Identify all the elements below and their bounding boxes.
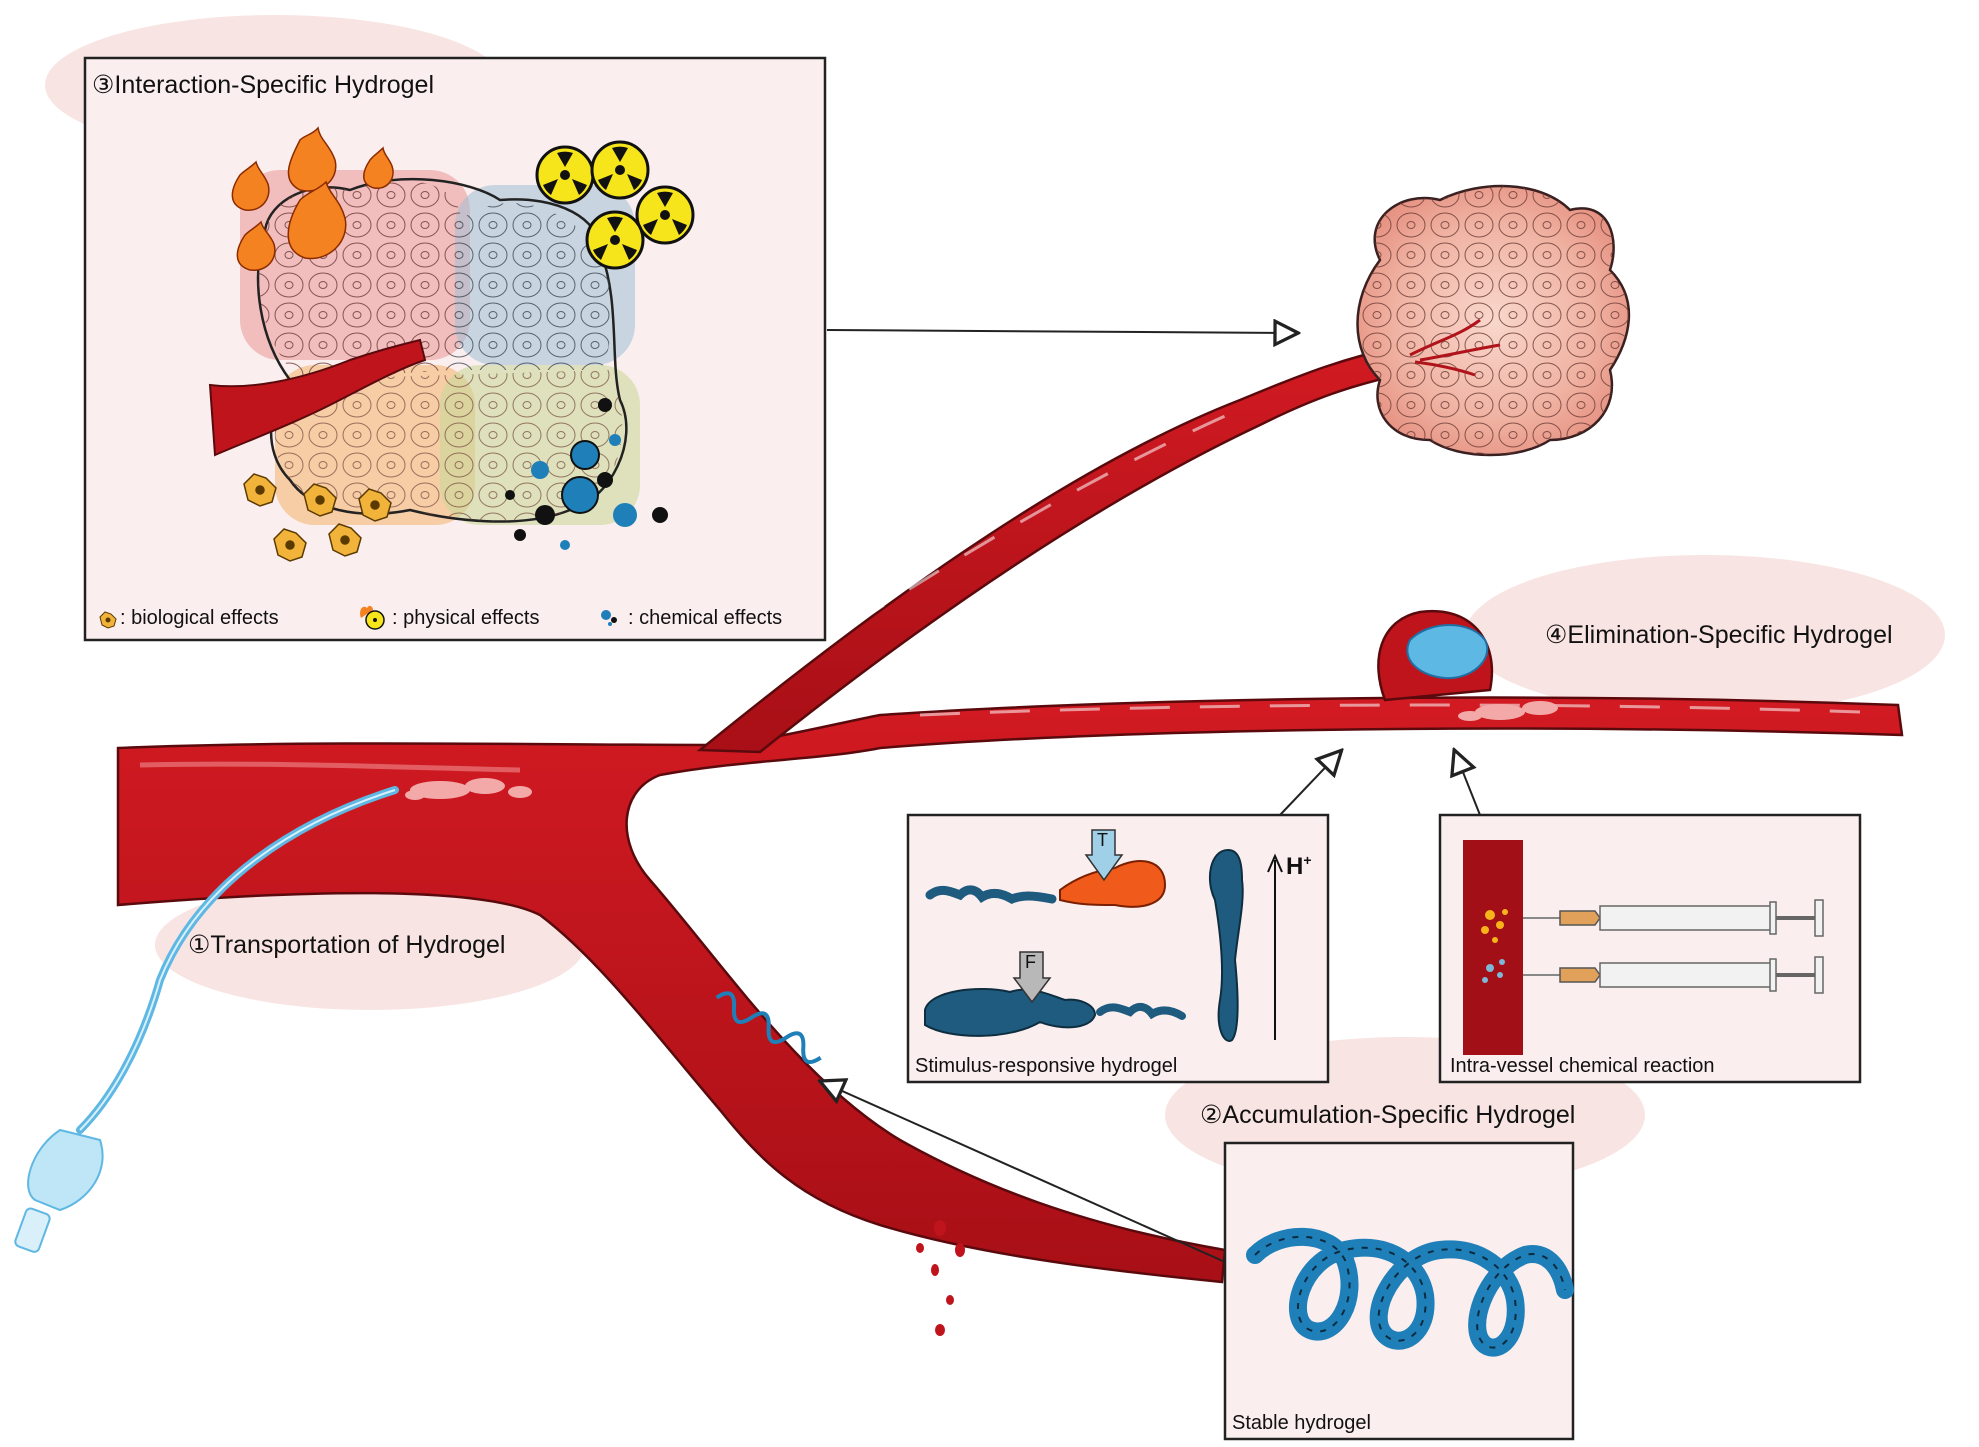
stable-panel [1223, 1141, 1575, 1441]
panel-tumor-cells-bottom [274, 370, 623, 522]
chemical-dot [652, 507, 668, 523]
reaction-particles-blue [1482, 959, 1505, 983]
reaction-particles-yellow [1481, 909, 1508, 943]
force-hydrogel-fragments [1096, 1003, 1186, 1020]
coil-hydrogel [1246, 1227, 1574, 1357]
elimination-title: ④Elimination-Specific Hydrogel [1545, 621, 1893, 649]
force-arrow-icon [1012, 951, 1052, 1004]
temperature-arrow-icon [1084, 829, 1124, 882]
ph-hydrogel-drop [1208, 848, 1244, 1042]
flame-icon [363, 146, 394, 189]
syringe-icon [1523, 899, 1824, 937]
arrow-panel-to-tumor [826, 330, 1296, 333]
legend-chemical-icon [601, 610, 617, 626]
transport-title-oval [155, 880, 585, 1010]
blood-vessel-network [116, 343, 1904, 1336]
immune-cell-icon [243, 473, 277, 507]
accumulation-title: ②Accumulation-Specific Hydrogel [1200, 1101, 1576, 1129]
coil-hydrogel-in-vessel [715, 991, 822, 1065]
radiation-icons [535, 140, 695, 270]
elimination-title-oval [1465, 555, 1945, 715]
force-hydrogel-blob [924, 988, 1097, 1037]
panel-vessel [208, 338, 427, 457]
flame-icon [287, 180, 347, 260]
radiation-icon [585, 210, 645, 270]
arrow-stimulus-to-vessel [1279, 752, 1340, 816]
panel-tumor-cells-right [450, 203, 612, 370]
ph-label-h: H [1286, 853, 1304, 880]
vessel-highlight [139, 761, 521, 773]
stable-caption: Stable hydrogel [1232, 1412, 1371, 1434]
immune-cell-icon [328, 523, 362, 557]
chemical-dot [609, 434, 621, 446]
chemical-panel [1438, 813, 1862, 1084]
interaction-title: ③Interaction-Specific Hydrogel [92, 71, 435, 99]
chemical-dot [535, 505, 555, 525]
chemical-dot [505, 490, 515, 500]
legend-cell-icon [99, 611, 117, 629]
chemical-dot [597, 472, 613, 488]
tumor-cells [1357, 186, 1629, 456]
tumor-blood-vessels [1409, 318, 1501, 377]
transport-title: ①Transportation of Hydrogel [188, 931, 506, 959]
immune-cell-icon [358, 488, 392, 522]
syringe-icon [1523, 956, 1824, 994]
catheter-tube-highlight [79, 789, 396, 1131]
aneurysm-hydrogel [1406, 624, 1489, 680]
arrow-chemical-to-vessel [1455, 752, 1481, 816]
force-label: F [1025, 952, 1036, 972]
radiation-icon [635, 185, 695, 245]
flame-icon [231, 160, 270, 211]
flame-icon [287, 126, 337, 192]
vessel-highlight [698, 899, 1001, 1182]
vessel-highlight [799, 403, 1251, 662]
immune-cell-icons [243, 473, 392, 562]
flame-icon [236, 220, 276, 271]
catheter-hub [27, 1128, 104, 1212]
chemical-dot [570, 440, 600, 470]
immune-cell-icon [303, 483, 337, 517]
arrow-stable-to-vessel [822, 1082, 1226, 1263]
ph-label-plus: + [1303, 852, 1312, 868]
chemical-dot [531, 461, 549, 479]
catheter-connector [14, 1207, 51, 1253]
chemical-dot [560, 540, 570, 550]
temperature-label: T [1097, 830, 1108, 850]
chemical-dot [613, 503, 637, 527]
hydrogel-patch-branch [1458, 701, 1558, 721]
temp-hydrogel-fragments [925, 885, 1057, 905]
chemical-dot [514, 529, 526, 541]
chemical-dot-icons [505, 398, 668, 550]
vessel-highlight [919, 703, 1861, 717]
immune-cell-icon [273, 528, 307, 562]
ph-label: H+ [1286, 852, 1312, 881]
radiation-icon [590, 140, 650, 200]
legend-biological-text: : biological effects [120, 607, 279, 629]
stimulus-panel [906, 813, 1330, 1084]
legend-chemical-text: : chemical effects [628, 607, 783, 629]
hydrogel-patch-trunk [405, 778, 532, 800]
interaction-panel [83, 56, 827, 642]
fire-icons [231, 126, 394, 271]
legend-physical-icon [360, 605, 385, 630]
vessel-segment [1463, 840, 1523, 1055]
radiation-icon [535, 145, 595, 205]
tumor-mass [1356, 184, 1631, 457]
chemical-dot [561, 476, 599, 514]
chemical-caption: Intra-vessel chemical reaction [1450, 1055, 1715, 1077]
legend-physical-text: : physical effects [392, 607, 540, 629]
ph-arrow-head [1267, 853, 1283, 873]
panel-tumor-cells-left [258, 180, 461, 380]
catheter [14, 786, 399, 1253]
main-vessel-trunk [116, 696, 1904, 1284]
bleeding-droplets [916, 1220, 965, 1336]
stimulus-caption: Stimulus-responsive hydrogel [915, 1055, 1178, 1077]
chemical-dot [598, 398, 612, 412]
